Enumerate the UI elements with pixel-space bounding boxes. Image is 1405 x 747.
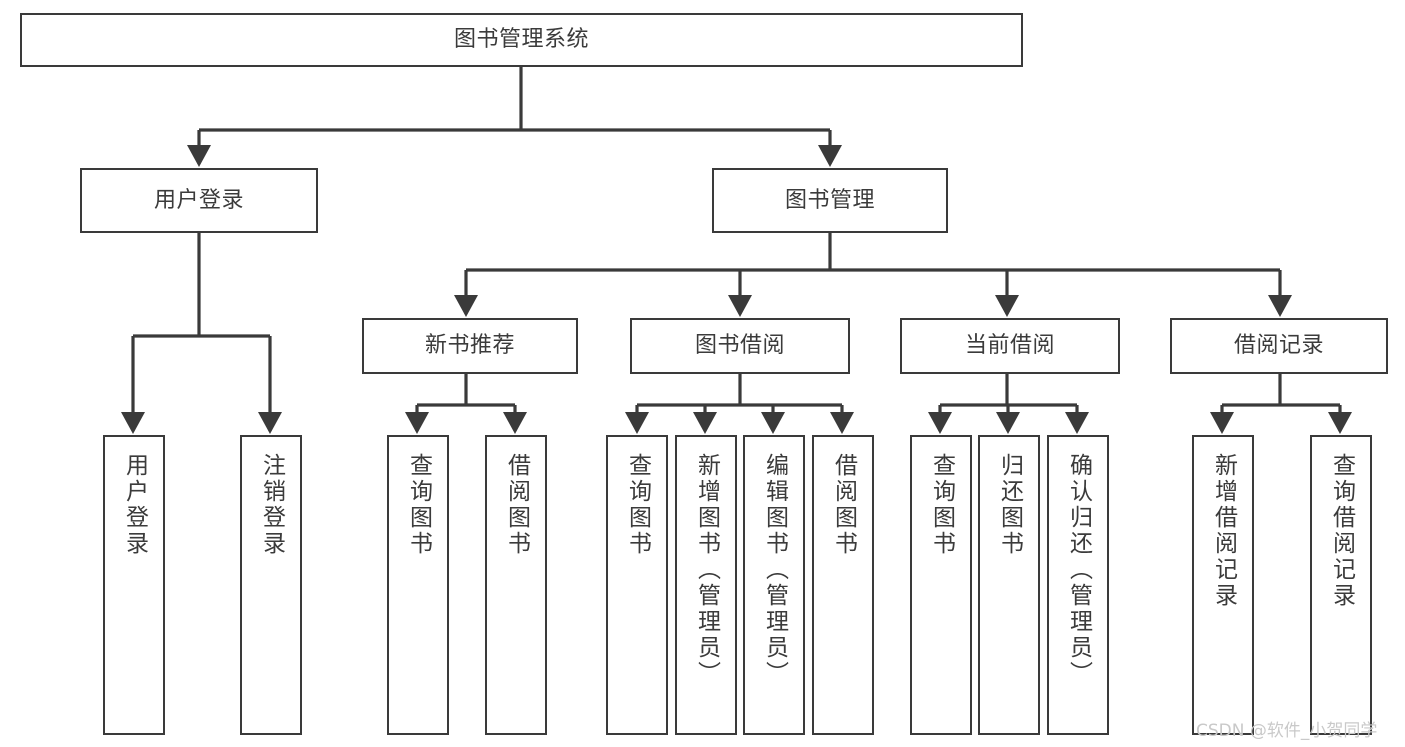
leaf-return-book[interactable]: 归还图书 xyxy=(978,435,1040,735)
node-book-management[interactable]: 图书管理 xyxy=(712,168,948,233)
leaf-query-book-3-label: 查询图书 xyxy=(928,453,955,557)
node-current-borrow-label: 当前借阅 xyxy=(964,333,1055,359)
leaf-query-borrow-record[interactable]: 查询借阅记录 xyxy=(1310,435,1372,735)
leaf-borrow-book-2[interactable]: 借阅图书 xyxy=(812,435,874,735)
leaf-borrow-book-1-label: 借阅图书 xyxy=(503,453,530,557)
node-user-login[interactable]: 用户登录 xyxy=(80,168,318,233)
leaf-add-borrow-record[interactable]: 新增借阅记录 xyxy=(1192,435,1254,735)
node-borrow-record-label: 借阅记录 xyxy=(1233,333,1324,359)
leaf-query-borrow-record-label: 查询借阅记录 xyxy=(1328,453,1355,609)
leaf-add-book-admin[interactable]: 新增图书（管理员） xyxy=(675,435,737,735)
node-book-borrow-label: 图书借阅 xyxy=(694,333,785,359)
leaf-edit-book-admin-label: 编辑图书（管理员） xyxy=(761,453,788,687)
node-book-management-label: 图书管理 xyxy=(784,187,875,213)
leaf-add-borrow-record-label: 新增借阅记录 xyxy=(1210,453,1237,609)
node-new-book-recommend-label: 新书推荐 xyxy=(424,333,515,359)
leaf-add-book-admin-label: 新增图书（管理员） xyxy=(693,453,720,687)
leaf-query-book-2[interactable]: 查询图书 xyxy=(606,435,668,735)
csdn-watermark: CSDN @软件_小贺同学 xyxy=(1196,721,1378,741)
leaf-query-book-1-label: 查询图书 xyxy=(405,453,432,557)
leaf-user-login-label: 用户登录 xyxy=(121,453,148,557)
leaf-borrow-book-2-label: 借阅图书 xyxy=(830,453,857,557)
leaf-borrow-book-1[interactable]: 借阅图书 xyxy=(485,435,547,735)
leaf-logout-login-label: 注销登录 xyxy=(258,453,285,557)
leaf-logout-login[interactable]: 注销登录 xyxy=(240,435,302,735)
node-book-borrow[interactable]: 图书借阅 xyxy=(630,318,850,374)
leaf-query-book-3[interactable]: 查询图书 xyxy=(910,435,972,735)
leaf-confirm-return-admin-label: 确认归还（管理员） xyxy=(1065,453,1092,687)
node-root[interactable]: 图书管理系统 xyxy=(20,13,1023,67)
node-root-label: 图书管理系统 xyxy=(453,27,589,53)
node-current-borrow[interactable]: 当前借阅 xyxy=(900,318,1120,374)
leaf-return-book-label: 归还图书 xyxy=(996,453,1023,557)
leaf-user-login[interactable]: 用户登录 xyxy=(103,435,165,735)
leaf-query-book-2-label: 查询图书 xyxy=(624,453,651,557)
node-borrow-record[interactable]: 借阅记录 xyxy=(1170,318,1388,374)
leaf-edit-book-admin[interactable]: 编辑图书（管理员） xyxy=(743,435,805,735)
leaf-query-book-1[interactable]: 查询图书 xyxy=(387,435,449,735)
node-user-login-label: 用户登录 xyxy=(153,187,244,213)
node-new-book-recommend[interactable]: 新书推荐 xyxy=(362,318,578,374)
leaf-confirm-return-admin[interactable]: 确认归还（管理员） xyxy=(1047,435,1109,735)
